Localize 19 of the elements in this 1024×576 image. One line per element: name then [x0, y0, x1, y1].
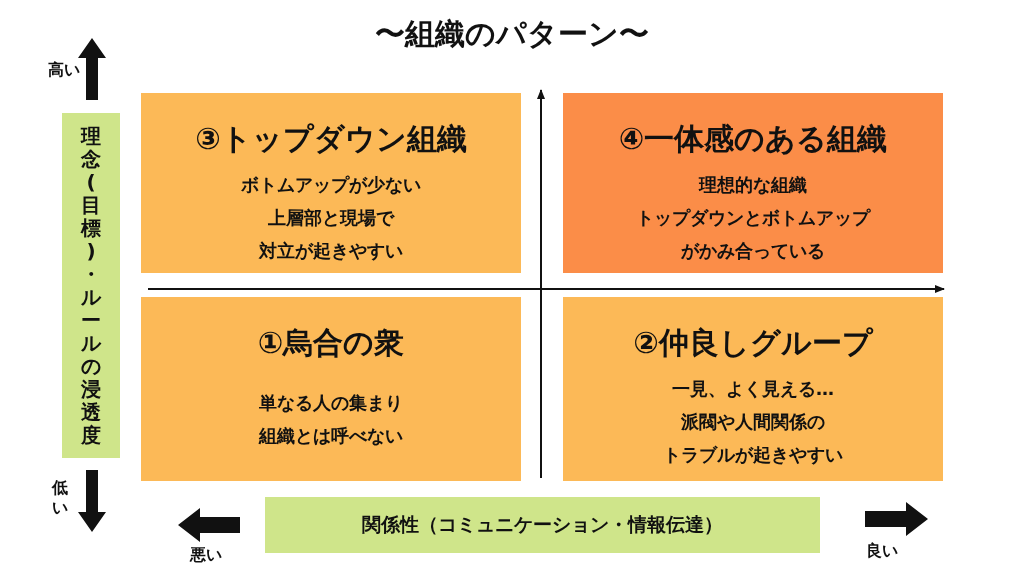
- axis-end-label: 高い: [48, 60, 80, 81]
- axis-end-label: 良い: [866, 541, 898, 562]
- axis-end-label: 悪い: [190, 545, 222, 566]
- quadrant-description: 単なる人の集まり組織とは呼べない: [259, 391, 403, 448]
- axis-end-label: 低い: [52, 478, 69, 518]
- quadrant-description: ボトムアップが少ない上層部と現場で対立が起きやすい: [241, 173, 421, 263]
- quadrant-description: 理想的な組織トップダウンとボトムアップがかみ合っている: [636, 173, 870, 263]
- axis-label-box: 関係性（コミュニケーション・情報伝達）: [265, 497, 820, 553]
- quadrant-heading: ③トップダウン組織: [195, 120, 467, 158]
- quadrant-heading: ①烏合の衆: [257, 324, 405, 362]
- quadrant-heading: ④一体感のある組織: [618, 120, 888, 158]
- quadrant-box: [141, 93, 521, 273]
- quadrant-box: [563, 297, 943, 481]
- quadrant-heading: ②仲良しグループ: [633, 324, 873, 362]
- quadrant-box: [141, 297, 521, 481]
- quadrant-description: 一見、よく見える…派閥や人間関係のトラブルが起きやすい: [663, 377, 843, 467]
- title: 〜組織のパターン〜: [374, 15, 650, 53]
- axis-label-box: 理念(目標)・ルールの浸透度: [62, 113, 120, 458]
- quadrant-box: [563, 93, 943, 273]
